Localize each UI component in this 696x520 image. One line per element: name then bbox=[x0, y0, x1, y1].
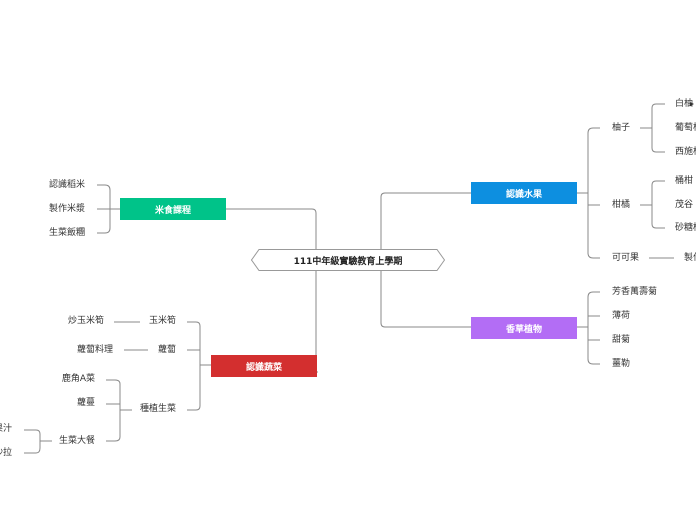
herb-item-3[interactable]: 甜菊 bbox=[612, 335, 631, 345]
veg-plant[interactable]: 種植生菜 bbox=[139, 404, 176, 414]
veg-radish-child[interactable]: 蘿蔔料理 bbox=[76, 345, 113, 355]
fruit-citrus-item-2[interactable]: 茂谷 bbox=[675, 200, 694, 210]
veg-corn-child[interactable]: 炒玉米筍 bbox=[67, 316, 104, 326]
fruit-pomelo[interactable]: 柚子 bbox=[612, 123, 631, 133]
fruit-pomelo-item-2[interactable]: 葡萄柚 bbox=[675, 123, 696, 133]
central-topic[interactable]: 111中年級實驗教育上學期 bbox=[251, 249, 445, 271]
veg-plant-item-2[interactable]: 蘿蔓 bbox=[76, 398, 95, 408]
veg-plant-item-1[interactable]: 鹿角A菜 bbox=[61, 374, 95, 384]
veg-salad-item-2[interactable]: 沙拉 bbox=[0, 448, 13, 458]
central-topic-label: 111中年級實驗教育上學期 bbox=[293, 256, 403, 267]
herb-item-4[interactable]: 薑勒 bbox=[612, 359, 631, 369]
herb-item-1[interactable]: 芳香萬壽菊 bbox=[612, 287, 658, 297]
vegetables-topic[interactable]: 認識蔬菜 bbox=[211, 355, 317, 377]
rice-item-1[interactable]: 認識稻米 bbox=[48, 180, 85, 190]
central-topic-shape bbox=[251, 249, 445, 271]
fruit-citrus-item-1[interactable]: 桶柑 bbox=[675, 176, 694, 186]
veg-radish[interactable]: 蘿蔔 bbox=[157, 345, 176, 355]
fruit-citrus-item-3[interactable]: 砂糖橘 bbox=[675, 223, 696, 233]
fruit-pomelo-item-3[interactable]: 西施柚 bbox=[675, 147, 696, 157]
veg-salad-item-1[interactable]: 果汁 bbox=[0, 424, 13, 434]
rice-course-topic[interactable]: 米食課程 bbox=[120, 198, 226, 220]
rice-item-3[interactable]: 生菜飯糰 bbox=[48, 228, 85, 238]
herb-item-2[interactable]: 薄荷 bbox=[612, 311, 631, 321]
fruit-cola[interactable]: 可可果 bbox=[612, 253, 640, 263]
fruit-citrus[interactable]: 柑橘 bbox=[612, 200, 631, 210]
fruit-pomelo-item-1[interactable]: 白柚 bbox=[675, 99, 694, 109]
veg-corn[interactable]: 玉米筍 bbox=[148, 316, 176, 326]
veg-salad[interactable]: 生菜大餐 bbox=[58, 436, 95, 446]
herb-topic[interactable]: 香草植物 bbox=[471, 317, 577, 339]
fruit-topic[interactable]: 認識水果 bbox=[471, 182, 577, 204]
rice-item-2[interactable]: 製作米漿 bbox=[48, 204, 85, 214]
fruit-cola-child[interactable]: 製作 bbox=[684, 253, 696, 263]
